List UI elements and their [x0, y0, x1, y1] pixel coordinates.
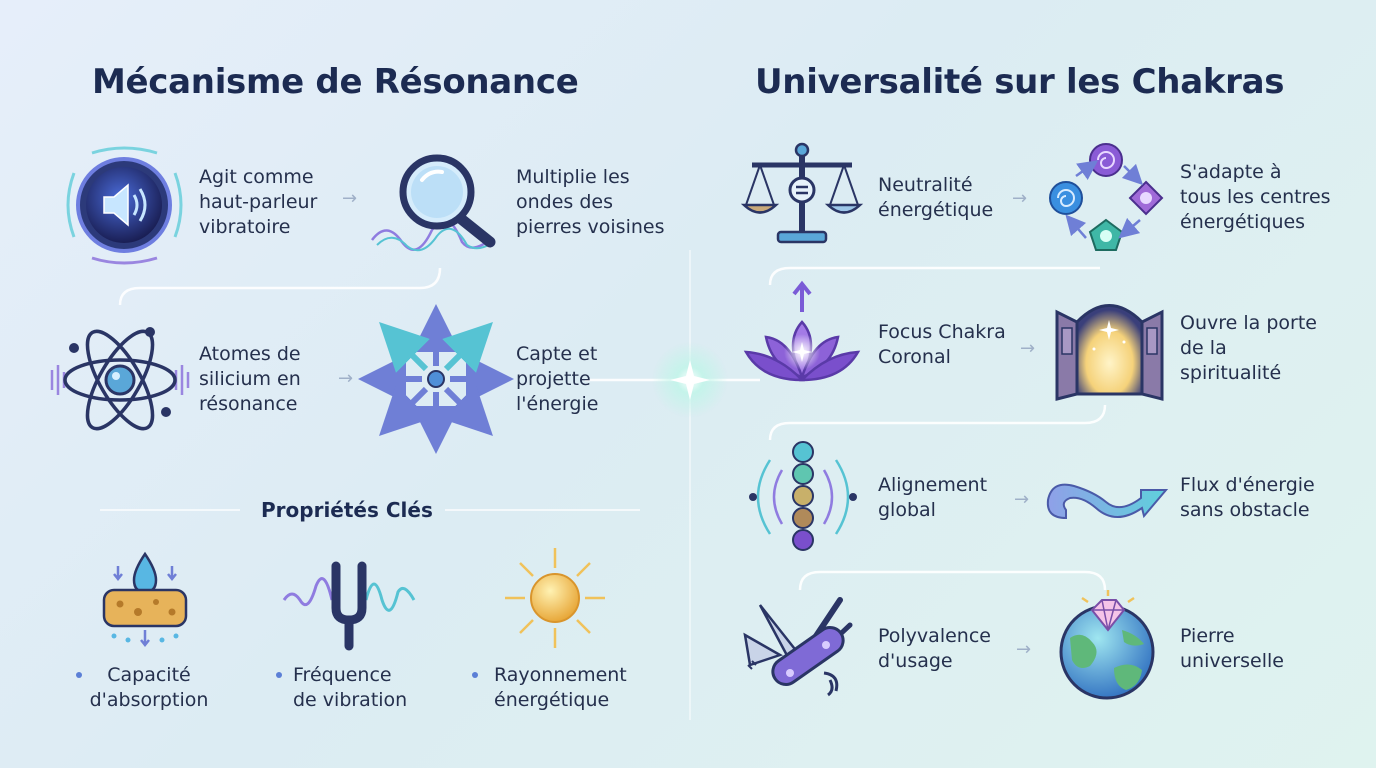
item-crown-label: Focus Chakra Coronal — [878, 321, 1006, 368]
arrow-right-icon: → — [338, 368, 354, 389]
arrow-right-icon: → — [1014, 489, 1030, 510]
property-frequency-label: Fréquence de vibration — [293, 664, 408, 711]
arrow-right-icon: → — [1012, 188, 1028, 209]
property-absorption-label: Capacité d'absorption — [89, 664, 209, 711]
balance-scale-icon — [740, 140, 864, 249]
item-versatility-label: Polyvalence d'usage — [878, 625, 991, 672]
bullet-dot — [276, 672, 282, 678]
item-adapt-label: S'adapte à tous les centres énergétiques — [1180, 161, 1331, 233]
item-atom-label: Atomes de silicium en résonance — [199, 343, 301, 415]
chakra-cycle-icon — [1046, 140, 1171, 259]
item-magnifier-label: Multiplie les ondes des pierres voisines — [516, 166, 665, 238]
sponge-icon — [98, 551, 193, 651]
item-project-label: Capte et projette l'énergie — [516, 343, 599, 415]
globe-gem-icon — [1052, 590, 1167, 709]
energy-flow-icon — [1046, 468, 1171, 532]
bullet-dot — [76, 672, 82, 678]
arrow-right-icon: → — [1016, 639, 1032, 660]
speaker-icon — [62, 143, 187, 272]
magnifier-icon — [371, 150, 507, 264]
item-speaker-label: Agit comme haut-parleur vibratoire — [199, 166, 318, 238]
right-section-title: Universalité sur les Chakras — [755, 62, 1285, 102]
chakra-alignment-icon — [748, 440, 858, 559]
left-section-title: Mécanisme de Résonance — [92, 62, 579, 102]
bullet-dot — [472, 672, 478, 678]
properties-title: Propriétés Clés — [261, 498, 433, 522]
sun-icon — [500, 548, 610, 652]
arrow-right-icon: → — [342, 188, 358, 209]
item-universal-label: Pierre universelle — [1180, 625, 1284, 672]
open-door-icon — [1052, 294, 1167, 413]
item-flow-label: Flux d'énergie sans obstacle — [1180, 474, 1315, 521]
multi-tool-icon — [740, 595, 860, 704]
tuning-fork-icon — [282, 558, 416, 652]
arrow-right-icon: → — [1020, 338, 1036, 359]
atom-icon — [50, 320, 190, 449]
property-radiation-label: Rayonnement énergétique — [494, 664, 627, 711]
item-neutrality-label: Neutralité énergétique — [878, 174, 994, 221]
radiating-arrows-icon — [358, 304, 514, 454]
item-spirituality-label: Ouvre la porte de la spiritualité — [1180, 312, 1317, 384]
item-alignment-label: Alignement global — [878, 474, 988, 521]
lotus-icon — [742, 280, 862, 401]
